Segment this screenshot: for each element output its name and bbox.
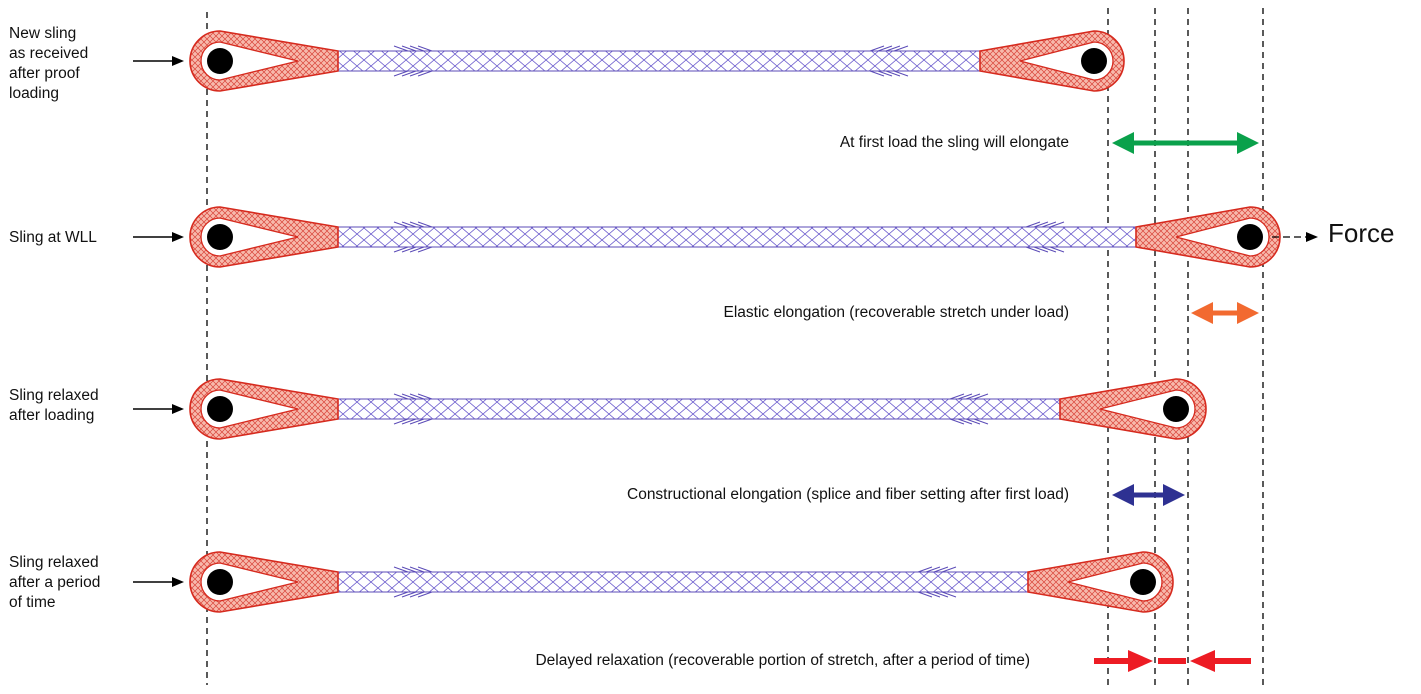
caption-constructional-elongation: Constructional elongation (splice and fi…	[627, 486, 1069, 503]
guide-lines	[206, 8, 1264, 689]
row-pointer-arrow	[133, 404, 184, 414]
rope-body	[335, 50, 983, 72]
arrow-constructional-elongation	[1112, 484, 1185, 506]
dimension-arrows	[1094, 132, 1259, 672]
right-eye	[1059, 378, 1207, 440]
left-eye	[189, 206, 339, 268]
left-eye	[189, 30, 339, 92]
row-pointer-arrow	[133, 56, 184, 66]
left-pin	[207, 48, 233, 74]
left-pin	[207, 569, 233, 595]
right-eye	[979, 30, 1125, 92]
sling-relaxed-after-time	[189, 551, 1174, 613]
row-pointer-arrow	[133, 577, 184, 587]
arrow-elastic-elongation	[1191, 302, 1259, 324]
rope-body	[335, 398, 1063, 420]
right-pin	[1130, 569, 1156, 595]
arrow-delayed-relaxation	[1094, 650, 1251, 672]
row-label-relaxed-after-loading: Sling relaxed after loading	[9, 387, 99, 424]
force-label: Force	[1328, 218, 1395, 248]
caption-elastic-elongation: Elastic elongation (recoverable stretch …	[723, 304, 1070, 321]
rope-body	[335, 571, 1031, 593]
splice-tucks	[393, 566, 957, 598]
right-pin	[1081, 48, 1107, 74]
left-pin	[207, 224, 233, 250]
right-eye	[1027, 551, 1174, 613]
caption-delayed-relaxation: Delayed relaxation (recoverable portion …	[535, 652, 1030, 669]
left-eye	[189, 551, 339, 613]
right-eye	[1135, 206, 1281, 268]
row-label-relaxed-after-time: Sling relaxed after a period of time	[9, 554, 101, 611]
sling-at-wll	[189, 206, 1281, 268]
splice-tucks	[393, 221, 1065, 253]
row-label-new-sling: New sling as received after proof loadin…	[9, 25, 89, 102]
rope-body	[335, 226, 1139, 248]
slings	[189, 30, 1281, 613]
row-label-sling-at-wll: Sling at WLL	[9, 229, 97, 246]
sling-new	[189, 30, 1125, 92]
force-arrow	[1272, 232, 1318, 242]
left-pin	[207, 396, 233, 422]
caption-first-load: At first load the sling will elongate	[839, 134, 1069, 151]
left-eye	[189, 378, 339, 440]
right-pin	[1163, 396, 1189, 422]
splice-tucks	[393, 45, 909, 77]
sling-relaxed-after-loading	[189, 378, 1207, 440]
arrow-first-load-elongation	[1112, 132, 1259, 154]
splice-tucks	[393, 393, 989, 425]
row-pointer-arrows	[133, 56, 184, 587]
row-pointer-arrow	[133, 232, 184, 242]
right-pin	[1237, 224, 1263, 250]
